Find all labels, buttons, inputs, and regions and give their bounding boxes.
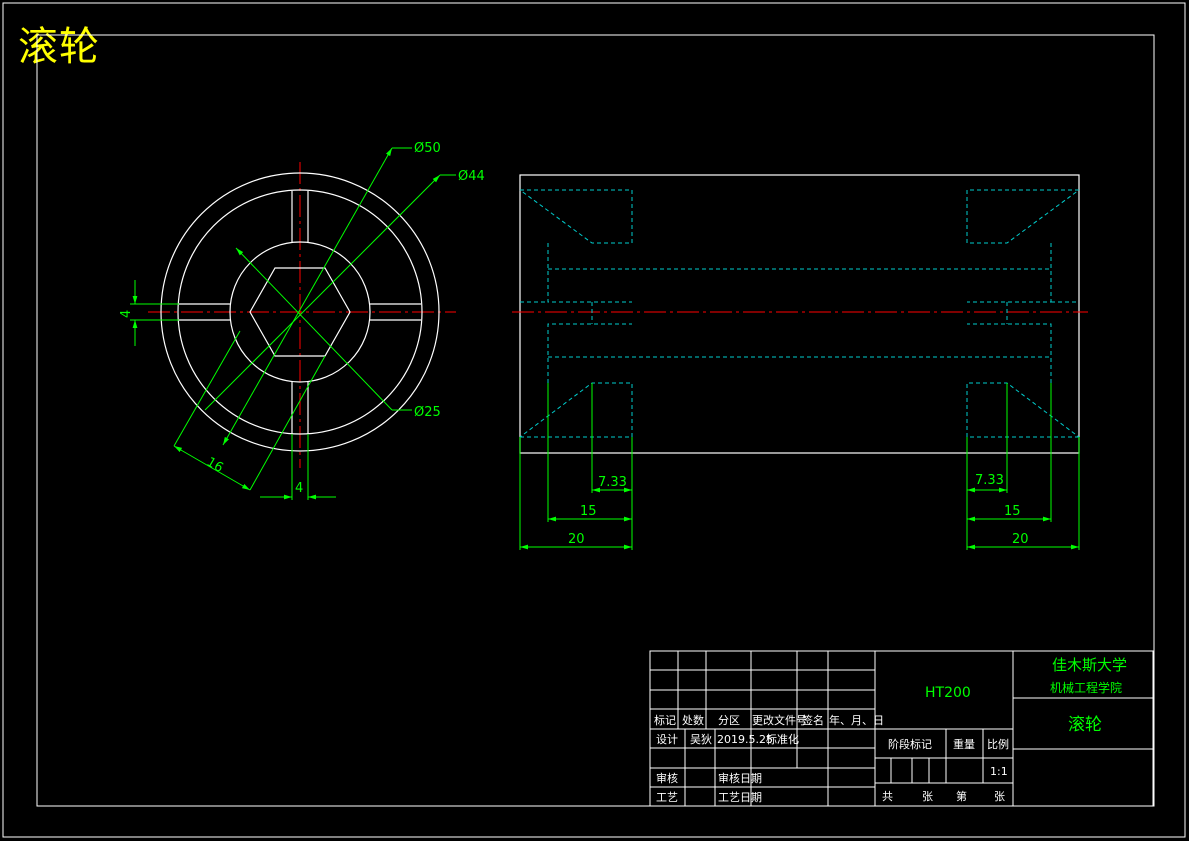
review-label: 审核 [656,771,678,785]
stage-mark-label: 阶段标记 [888,737,932,751]
hdr-date: 年、月、日 [829,713,884,727]
dim-left-hub-offset: 7.33 [598,475,627,490]
sheet-no-label: 第 [956,789,967,803]
weight-label: 重量 [953,737,975,751]
process-date-label: 工艺日期 [718,791,762,804]
hidden-lines [519,189,1080,438]
review-date-label: 审核日期 [718,771,762,785]
dim-right-inner: 15 [1004,504,1021,519]
standardization-label: 标准化 [766,732,799,746]
department-name: 机械工程学院 [1050,680,1122,695]
hdr-zone: 分区 [718,714,740,727]
designer-name: 吴狄 [690,733,712,746]
material: HT200 [925,685,971,701]
side-view: 7.33 15 20 7.33 15 20 [512,174,1088,550]
sheet-unit-label: 张 [994,790,1005,803]
dim-d50: Ø50 [414,141,441,156]
title-block: HT200 佳木斯大学 机械工程学院 滚轮 标记 处数 分区 更改文件号 签名 … [649,650,1154,807]
dim-left-outer: 20 [568,532,585,547]
dim-slot-width-vertical: 4 [119,310,134,318]
front-view: Ø50 Ø44 Ø25 16 4 4 [119,141,485,500]
title-block-grid [649,650,1154,807]
dim-right-hub-offset: 7.33 [975,473,1004,488]
scale-value: 1:1 [990,765,1008,778]
sheets-label: 张 [922,790,933,803]
scale-label: 比例 [987,737,1009,751]
front-dimension-lines [130,147,456,500]
design-label: 设计 [656,733,678,746]
inner-border [36,34,1155,807]
hdr-mark: 标记 [654,713,676,727]
dim-across-flats: 16 [204,455,226,476]
dim-d44: Ø44 [458,169,485,184]
side-outline [519,174,1080,454]
hdr-change-doc: 更改文件号 [752,713,807,727]
side-dimension-lines [519,383,1080,550]
dim-slot-width-horizontal: 4 [295,481,303,496]
hdr-signature: 签名 [802,713,824,727]
drawing-title: 滚轮 [18,24,100,70]
dim-d25: Ø25 [414,405,441,420]
dim-left-inner: 15 [580,504,597,519]
hdr-count: 处数 [682,714,704,727]
school-name: 佳木斯大学 [1052,656,1127,674]
dim-right-outer: 20 [1012,532,1029,547]
design-date: 2019.5.25 [717,733,773,746]
part-name: 滚轮 [1068,715,1102,735]
process-label: 工艺 [656,791,678,804]
total-label: 共 [882,790,893,803]
